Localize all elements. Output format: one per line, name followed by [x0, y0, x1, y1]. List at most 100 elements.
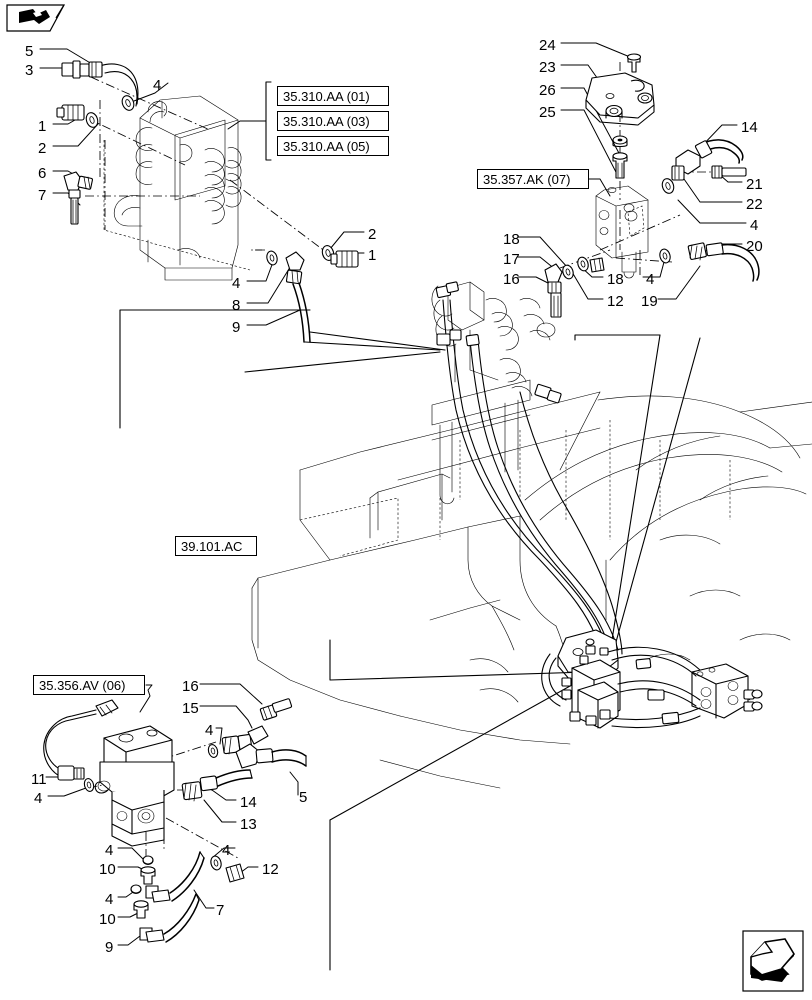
bottom-right-corner-marker — [742, 930, 804, 992]
machine-frame — [431, 379, 531, 504]
callout-number[interactable]: 7 — [216, 902, 225, 919]
callout-number[interactable]: 22 — [746, 196, 763, 213]
callout-number[interactable]: 5 — [299, 789, 308, 806]
part-4-oring-e — [83, 778, 95, 792]
callout-number[interactable]: 19 — [641, 293, 658, 310]
part-6-elbow — [63, 171, 93, 191]
callout-number[interactable]: 4 — [105, 891, 114, 908]
reference-label[interactable]: 35.310.AA (01) — [277, 86, 389, 106]
machine-lower-body — [379, 515, 791, 789]
brake-valve-exploded-group — [517, 42, 760, 318]
part-4-oring-b — [266, 250, 278, 266]
reference-label[interactable]: 39.101.AC — [175, 536, 257, 556]
part-4-oring-h — [130, 884, 142, 895]
machine-hose-runs — [442, 299, 623, 655]
callout-number[interactable]: 14 — [741, 119, 758, 136]
callout-number[interactable]: 4 — [222, 842, 231, 859]
part-16-stud — [550, 292, 562, 318]
machine-hood — [524, 391, 812, 561]
part-4-oring-d — [659, 248, 671, 264]
callout-number[interactable]: 7 — [38, 187, 47, 204]
leader-lines-top-left — [39, 48, 365, 326]
callout-number[interactable]: 9 — [105, 939, 114, 956]
part-1-fitting-a — [56, 104, 85, 121]
callout-number[interactable]: 1 — [38, 118, 47, 135]
page-turn-arrow-icon — [6, 4, 66, 32]
callout-number[interactable]: 18 — [503, 231, 520, 248]
brake-valve-body — [595, 185, 649, 279]
callout-number[interactable]: 17 — [503, 251, 520, 268]
callout-number[interactable]: 10 — [99, 861, 116, 878]
master-cylinder-exploded-group — [43, 683, 307, 946]
callout-number[interactable]: 16 — [182, 678, 199, 695]
enlargement-wedges — [119, 309, 701, 971]
callout-number[interactable]: 13 — [240, 816, 257, 833]
callout-number[interactable]: 24 — [539, 37, 556, 54]
callout-number[interactable]: 3 — [25, 62, 34, 79]
part-24-bolt — [626, 53, 642, 73]
part-23-bracket — [585, 72, 655, 126]
part-20-hose — [705, 242, 760, 282]
part-14-hose-b — [199, 769, 253, 792]
part-5-hose-b — [235, 743, 307, 769]
callout-number[interactable]: 4 — [232, 275, 241, 292]
callout-number[interactable]: 5 — [25, 43, 34, 60]
reference-label[interactable]: 35.310.AA (05) — [277, 136, 389, 156]
callout-number[interactable]: 9 — [232, 319, 241, 336]
callout-number[interactable]: 4 — [205, 722, 214, 739]
callout-number[interactable]: 12 — [262, 861, 279, 878]
part-2-oring-a — [85, 112, 99, 128]
callout-number[interactable]: 6 — [38, 165, 47, 182]
callout-number[interactable]: 15 — [182, 700, 199, 717]
part-5-hose — [99, 63, 139, 107]
machine-hose-fittings — [435, 281, 562, 404]
reference-label[interactable]: 35.356.AV (06) — [33, 675, 145, 695]
part-9-hose-b — [139, 893, 200, 943]
master-cylinder-body — [94, 725, 175, 847]
callout-number[interactable]: 4 — [750, 217, 759, 234]
part-17-elbow — [544, 263, 563, 294]
callout-number[interactable]: 4 — [153, 77, 162, 94]
part-8-fitting — [285, 251, 305, 285]
callout-number[interactable]: 4 — [646, 271, 655, 288]
part-12-cap — [589, 257, 605, 273]
page-turn-arrow-icon — [742, 930, 804, 992]
part-10-fitting-b — [133, 900, 149, 919]
callout-number[interactable]: 12 — [607, 293, 624, 310]
machine-hidden-lines — [299, 420, 731, 557]
callout-number[interactable]: 4 — [34, 790, 43, 807]
callout-number[interactable]: 4 — [105, 842, 114, 859]
callout-number[interactable]: 2 — [38, 140, 47, 157]
part-4-oring-g — [142, 855, 154, 866]
callout-number[interactable]: 10 — [99, 911, 116, 928]
callout-number[interactable]: 25 — [539, 104, 556, 121]
reference-label[interactable]: 35.357.AK (07) — [477, 169, 589, 189]
callout-number[interactable]: 11 — [31, 771, 47, 788]
part-4-oring-i — [210, 855, 222, 871]
callout-number[interactable]: 23 — [539, 59, 556, 76]
control-valve-exploded-group — [39, 48, 365, 343]
part-10-fitting-a — [140, 866, 156, 885]
callout-number[interactable]: 1 — [368, 247, 377, 264]
callout-number[interactable]: 21 — [746, 176, 763, 193]
callout-number[interactable]: 16 — [503, 271, 520, 288]
callout-number[interactable]: 2 — [368, 226, 377, 243]
part-18-oring-b — [577, 256, 589, 272]
callout-number[interactable]: 14 — [240, 794, 257, 811]
callout-number[interactable]: 26 — [539, 82, 556, 99]
part-11-sensor-cable — [43, 699, 119, 781]
machine-chassis — [251, 391, 601, 717]
machine-illustration — [251, 281, 812, 789]
part-4-oring-c — [661, 178, 675, 194]
part-19-fitting — [687, 242, 707, 261]
callout-number[interactable]: 18 — [607, 271, 624, 288]
part-7-stud — [68, 189, 81, 225]
reference-label[interactable]: 35.310.AA (03) — [277, 111, 389, 131]
leader-lines-bottom-left — [45, 683, 299, 946]
callout-number[interactable]: 20 — [746, 238, 763, 255]
control-valve-body — [113, 95, 242, 281]
callout-number[interactable]: 8 — [232, 297, 241, 314]
part-13-fitting — [181, 781, 203, 802]
part-4-oring-f — [207, 744, 219, 758]
